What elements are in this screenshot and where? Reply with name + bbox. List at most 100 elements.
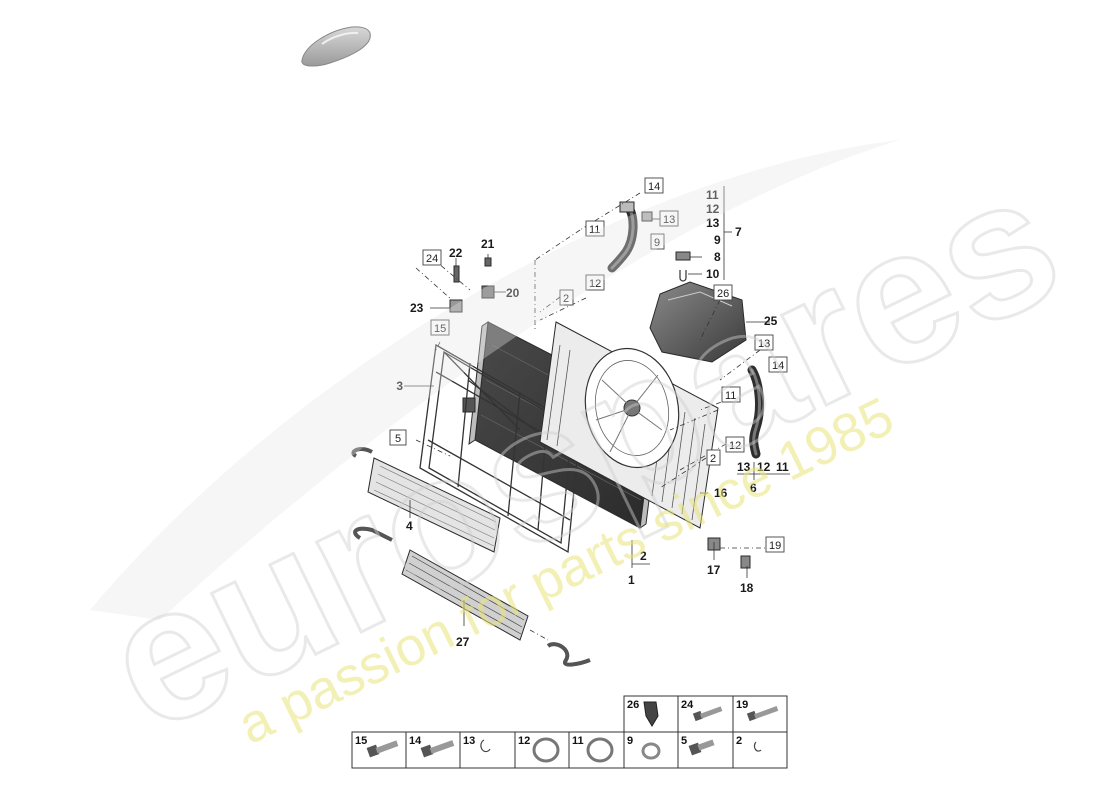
legend-cell-19: 19 <box>736 699 779 722</box>
callout-group6-12: 12 <box>757 460 771 474</box>
svg-text:11: 11 <box>589 224 600 236</box>
vehicle-thumbnail-icon <box>301 26 371 67</box>
callout-20: 20 <box>506 286 520 300</box>
callout-10: 10 <box>706 267 720 281</box>
o-ring-icon <box>586 737 614 763</box>
svg-text:26: 26 <box>627 699 639 711</box>
boxed-ref-12-top: 12 <box>585 274 605 291</box>
boxed-ref-2-top: 2 <box>559 289 574 306</box>
callout-22: 22 <box>449 246 463 260</box>
svg-text:2: 2 <box>563 293 569 305</box>
svg-text:12: 12 <box>589 278 601 290</box>
svg-text:24: 24 <box>681 699 694 711</box>
svg-text:12: 12 <box>518 735 530 747</box>
legend-cell-14: 14 <box>409 735 455 758</box>
boxed-ref-19: 19 <box>765 536 785 553</box>
callout-group6-13: 13 <box>737 460 751 474</box>
boxed-ref-11-top: 11 <box>585 220 605 237</box>
spring-clip-icon <box>480 739 491 753</box>
svg-text:2: 2 <box>710 453 716 465</box>
legend-cell-5: 5 <box>681 735 715 756</box>
svg-text:2: 2 <box>736 735 742 747</box>
boxed-ref-26: 26 <box>713 284 733 301</box>
svg-text:11: 11 <box>725 390 736 402</box>
callout-7: 7 <box>735 225 742 239</box>
svg-text:19: 19 <box>769 540 781 552</box>
legend-cell-2: 2 <box>736 735 762 752</box>
legend-cell-13: 13 <box>463 735 491 753</box>
callout-group7-13: 13 <box>706 216 720 230</box>
callout-2-radiator: 2 <box>640 549 647 563</box>
boxed-references: 14 13 11 9 12 2 24 15 <box>389 177 788 553</box>
callout-18: 18 <box>740 581 754 595</box>
lower-hose-part <box>747 365 764 459</box>
o-ring-icon <box>532 737 560 763</box>
callout-6: 6 <box>750 481 757 495</box>
boxed-ref-13-right: 13 <box>754 334 774 351</box>
legend-cell-26: 26 <box>627 699 659 727</box>
svg-text:13: 13 <box>758 338 770 350</box>
callout-25: 25 <box>764 314 778 328</box>
svg-text:13: 13 <box>463 735 475 747</box>
spring-clip-icon <box>753 741 762 752</box>
boxed-ref-24: 24 <box>422 249 442 266</box>
callout-27: 27 <box>456 635 470 649</box>
svg-text:14: 14 <box>772 360 784 372</box>
boxed-ref-13-top: 13 <box>659 210 679 227</box>
bolt-icon <box>692 706 723 722</box>
svg-text:5: 5 <box>395 433 401 445</box>
legend-cell-9: 9 <box>627 735 661 760</box>
callout-3: 3 <box>396 379 403 393</box>
svg-text:14: 14 <box>648 181 660 193</box>
legend-cell-24: 24 <box>681 699 723 722</box>
boxed-ref-12-right: 12 <box>725 436 745 453</box>
boxed-ref-14-right: 14 <box>768 356 788 373</box>
svg-text:9: 9 <box>654 237 660 249</box>
svg-text:15: 15 <box>434 323 446 335</box>
callout-21: 21 <box>481 237 495 251</box>
svg-text:12: 12 <box>729 440 741 452</box>
clip-nut-icon <box>643 701 659 727</box>
boxed-ref-9: 9 <box>650 233 665 250</box>
callout-9: 9 <box>714 233 721 247</box>
bracket-part-23 <box>449 299 463 313</box>
boxed-ref-14-top: 14 <box>644 177 664 194</box>
bolt-icon <box>420 740 455 758</box>
auxiliary-cooler-part <box>351 447 501 553</box>
callout-16: 16 <box>714 486 728 500</box>
svg-text:13: 13 <box>663 214 675 226</box>
callout-17: 17 <box>707 563 721 577</box>
bolt-icon <box>366 740 399 758</box>
legend-cell-12: 12 <box>518 735 560 763</box>
boxed-ref-2-right: 2 <box>706 449 721 466</box>
clip-part <box>679 270 687 282</box>
bracket-part-20 <box>481 285 495 299</box>
callout-group7-11: 11 <box>706 188 719 202</box>
callout-4: 4 <box>406 519 413 533</box>
svg-text:9: 9 <box>627 735 633 747</box>
callout-group6-11: 11 <box>776 460 789 474</box>
callout-group7-12: 12 <box>706 202 720 216</box>
charge-cooler-part <box>401 549 591 667</box>
legend-cell-11: 11 <box>572 735 614 763</box>
sensor-part <box>675 251 691 261</box>
bolt-icon <box>746 706 779 722</box>
callout-1: 1 <box>628 573 635 587</box>
nut-part-21 <box>484 257 492 267</box>
bolt-part-22 <box>453 265 460 283</box>
boxed-ref-15: 15 <box>430 319 450 336</box>
svg-text:24: 24 <box>426 253 438 265</box>
svg-text:14: 14 <box>409 735 422 747</box>
legend-cell-15: 15 <box>355 735 399 758</box>
mount-part-18 <box>740 555 751 569</box>
callout-23: 23 <box>410 301 424 315</box>
svg-text:11: 11 <box>572 735 584 747</box>
upper-hose-part <box>607 201 653 273</box>
svg-text:15: 15 <box>355 735 367 747</box>
leader-lines <box>404 186 790 641</box>
callout-8: 8 <box>714 250 721 264</box>
seal-ring-icon <box>641 742 661 760</box>
fastener-legend-table: 26 24 19 15 14 <box>351 695 788 769</box>
callout-labels: 1 2 3 4 6 7 8 9 10 11 12 13 16 17 18 20 … <box>396 188 789 649</box>
